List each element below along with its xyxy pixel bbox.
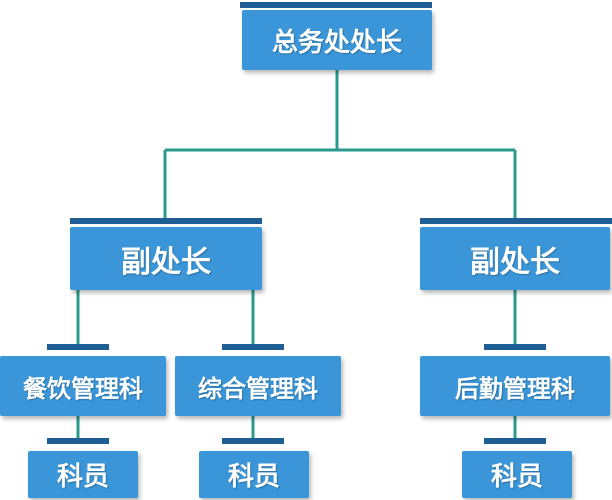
staff-catering-cap-bar xyxy=(47,438,109,444)
deputy-right-node[interactable]: 副处长 xyxy=(420,227,610,290)
deputy-left-cap-bar xyxy=(70,218,262,224)
staff-general-cap-bar xyxy=(222,438,284,444)
staff-catering-label: 科员 xyxy=(56,462,109,492)
catering-cap-bar xyxy=(47,344,109,350)
dept-general-node[interactable]: 综合管理科 xyxy=(175,356,341,416)
dept-logistics-node[interactable]: 后勤管理科 xyxy=(420,356,610,416)
deputy-right-cap-bar xyxy=(420,218,612,224)
deputy-left-label: 副处长 xyxy=(121,244,211,280)
staff-catering-node[interactable]: 科员 xyxy=(28,451,138,498)
staff-logistics-node[interactable]: 科员 xyxy=(462,451,572,498)
staff-general-label: 科员 xyxy=(227,462,280,492)
root-node-label: 总务处处长 xyxy=(271,27,402,58)
dept-catering-node[interactable]: 餐饮管理科 xyxy=(0,356,166,416)
root-node-director[interactable]: 总务处处长 xyxy=(242,10,432,70)
root-cap-bar xyxy=(240,2,432,8)
dept-general-label: 综合管理科 xyxy=(198,374,318,403)
logistics-cap-bar xyxy=(484,344,546,350)
staff-logistics-label: 科员 xyxy=(490,462,543,492)
deputy-right-label: 副处长 xyxy=(470,244,560,280)
deputy-left-node[interactable]: 副处长 xyxy=(70,227,262,290)
staff-general-node[interactable]: 科员 xyxy=(199,451,309,498)
dept-catering-label: 餐饮管理科 xyxy=(23,374,143,403)
staff-logistics-cap-bar xyxy=(484,438,546,444)
dept-logistics-label: 后勤管理科 xyxy=(455,374,575,403)
general-cap-bar xyxy=(222,344,284,350)
